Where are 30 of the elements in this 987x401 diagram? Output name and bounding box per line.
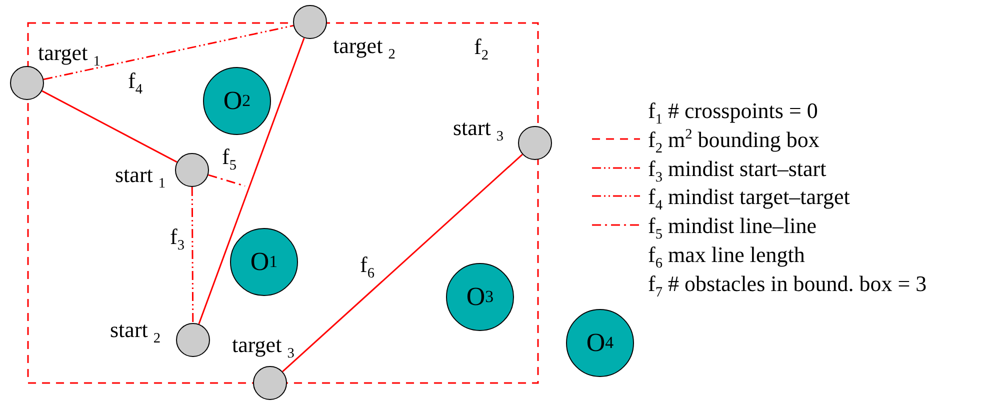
legend-entry: f$_{5}$ mindist line–line xyxy=(648,215,816,237)
point-circle xyxy=(175,153,209,187)
legend-entry: f$_{7}$ # obstacles in bound. box = 3 xyxy=(648,273,927,295)
point-label: target $_{2}$ xyxy=(333,35,396,57)
connector-line xyxy=(208,174,246,187)
point-circle xyxy=(253,366,287,400)
feature-label: f$_{5}$ xyxy=(222,146,236,168)
connector-line xyxy=(282,154,523,372)
connector-line xyxy=(42,90,178,163)
connector-line xyxy=(43,24,294,80)
point-label: target $_{1}$ xyxy=(38,42,100,64)
legend-entry: f$_{6}$ max line length xyxy=(648,244,805,266)
legend-entry: f$_{1}$ # crosspoints = 0 xyxy=(648,100,818,122)
feature-label: f$_{6}$ xyxy=(360,254,374,276)
point-circle xyxy=(176,323,210,357)
legend-entry: f$_{2}$ m$^{2}$ bounding box xyxy=(648,129,820,151)
point-label: start $_{1}$ xyxy=(115,164,166,186)
point-circle xyxy=(10,66,44,100)
feature-label: f$_{3}$ xyxy=(170,226,184,248)
legend-entry: f$_{3}$ mindist start–start xyxy=(648,158,826,180)
feature-label: f$_{2}$ xyxy=(474,36,488,58)
connector-line xyxy=(198,38,305,324)
connector-line xyxy=(191,187,194,323)
point-circle xyxy=(518,126,552,160)
legend-entry: f$_{4}$ mindist target–target xyxy=(648,186,850,208)
point-circle xyxy=(293,5,327,39)
point-label: start $_{2}$ xyxy=(110,319,161,341)
point-label: target $_{3}$ xyxy=(232,334,294,356)
feature-label: f$_{4}$ xyxy=(128,70,142,92)
point-label: start $_{3}$ xyxy=(453,117,504,139)
